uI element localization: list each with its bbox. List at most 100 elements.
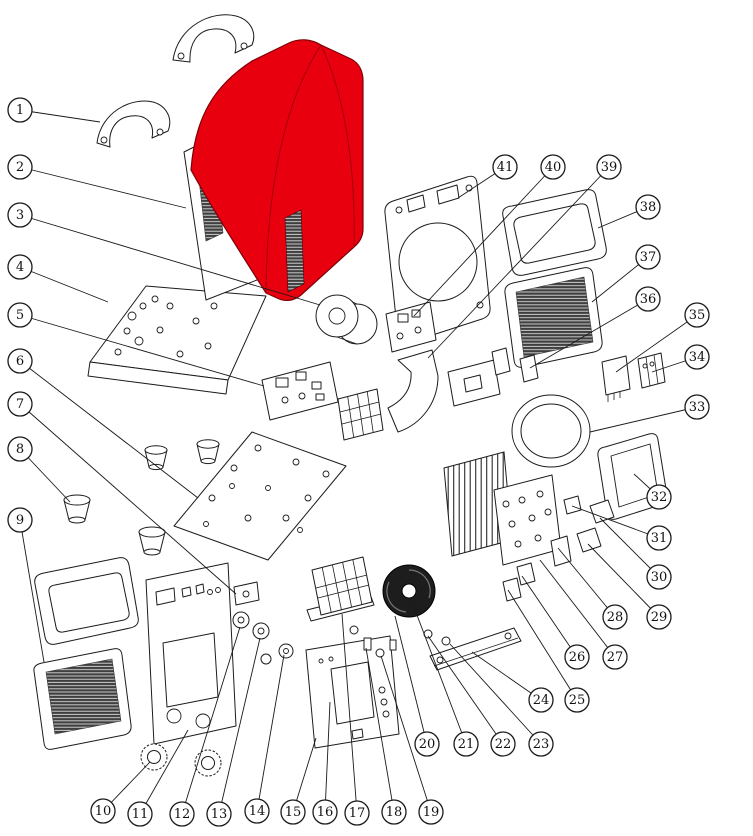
knob-3 <box>278 643 294 659</box>
screw-1 <box>349 625 359 635</box>
balloon-number: 10 <box>95 804 112 819</box>
fan-motor <box>315 294 378 345</box>
balloon-circle <box>381 799 407 825</box>
balloon-number: 2 <box>16 160 24 175</box>
cover-body <box>190 39 364 301</box>
balloon-circle <box>602 644 628 670</box>
mid-plate <box>173 431 347 561</box>
balloon-circle <box>7 391 33 417</box>
balloon-number: 9 <box>16 513 24 528</box>
balloon-number: 29 <box>651 610 668 625</box>
callout-18: 18 <box>365 647 407 825</box>
balloon-number: 32 <box>651 490 668 505</box>
air-duct <box>387 349 439 433</box>
leader-line <box>19 519 45 663</box>
leader-line <box>19 214 321 306</box>
leader-line <box>521 575 578 658</box>
balloon-number: 1 <box>16 103 24 118</box>
leader-line <box>380 655 432 813</box>
balloon-number: 23 <box>533 737 550 752</box>
callout-11: 11 <box>127 729 189 827</box>
balloon-circle <box>344 800 370 826</box>
leader-line <box>411 601 467 745</box>
balloon-number: 14 <box>249 804 266 819</box>
callout-27: 27 <box>539 559 628 670</box>
rubber-foot-1 <box>196 439 220 465</box>
balloon-number: 6 <box>16 354 24 369</box>
leader-line <box>324 701 331 813</box>
balloon-circle <box>312 799 338 825</box>
balloon-number: 5 <box>16 308 24 323</box>
leader-line <box>427 166 610 359</box>
balloon-circle <box>7 202 33 228</box>
leader-line <box>19 403 237 595</box>
clip-diamond-upper <box>589 499 615 524</box>
callout-17: 17 <box>341 613 370 826</box>
callout-41: 41 <box>457 154 518 199</box>
inner-panel <box>305 635 400 749</box>
callout-3: 3 <box>7 202 321 306</box>
cable-clip-2 <box>516 562 536 586</box>
callout-5: 5 <box>7 302 265 387</box>
leader-line <box>139 729 189 815</box>
leader-line <box>449 643 542 745</box>
balloon-circle <box>280 799 306 825</box>
screw-3 <box>441 636 451 646</box>
mounting-bracket <box>429 627 522 671</box>
balloon-circle <box>596 154 622 180</box>
balloon-circle <box>684 344 710 370</box>
balloon-number: 28 <box>607 610 624 625</box>
balloon-number: 18 <box>386 805 403 820</box>
hex-nut <box>260 653 272 665</box>
balloon-number: 33 <box>689 400 706 415</box>
insulation-sheet <box>447 359 501 407</box>
balloon-number: 19 <box>423 805 440 820</box>
leader-line <box>507 589 578 701</box>
balloon-circle <box>244 798 270 824</box>
rear-frame <box>502 189 607 276</box>
callout-1: 1 <box>7 97 101 123</box>
balloon-circle <box>90 798 116 824</box>
rear-grille <box>504 267 603 368</box>
balloon-circle <box>635 194 661 220</box>
leader-line <box>587 543 660 618</box>
small-bracket <box>233 581 260 606</box>
callout-40: 40 <box>413 154 566 317</box>
top-cover <box>190 39 364 301</box>
mounting-plate <box>493 474 562 566</box>
leader-line <box>529 298 649 369</box>
callout-37: 37 <box>591 244 661 303</box>
balloon-circle <box>635 244 661 270</box>
leader-line <box>19 166 187 209</box>
leader-line <box>394 615 428 745</box>
balloon-number: 24 <box>533 693 550 708</box>
callout-36: 36 <box>529 286 661 369</box>
rubber-foot-3 <box>63 494 91 524</box>
cover-vent <box>284 209 305 293</box>
callout-20: 20 <box>394 615 440 757</box>
leader-line <box>599 517 660 578</box>
callout-26: 26 <box>521 575 590 670</box>
balloon-circle <box>564 687 590 713</box>
balloon-number: 7 <box>16 397 24 412</box>
balloon-number: 39 <box>601 160 618 175</box>
callout-16: 16 <box>312 701 338 825</box>
balloon-circle <box>528 731 554 757</box>
balloon-number: 3 <box>16 208 24 223</box>
screw-2 <box>375 648 385 658</box>
balloon-circle <box>206 801 232 827</box>
leader-line <box>427 635 504 745</box>
leader-line <box>292 737 317 813</box>
callout-28: 28 <box>557 547 628 630</box>
callout-19: 19 <box>380 655 444 825</box>
callout-9: 9 <box>7 507 45 663</box>
balloon-number: 20 <box>419 737 436 752</box>
balloon-circle <box>540 154 566 180</box>
capacitor-clamps <box>491 347 539 383</box>
callout-34: 34 <box>651 344 710 373</box>
rear-panel <box>384 175 491 345</box>
balloon-number: 36 <box>640 292 657 307</box>
balloon-circle <box>127 801 153 827</box>
